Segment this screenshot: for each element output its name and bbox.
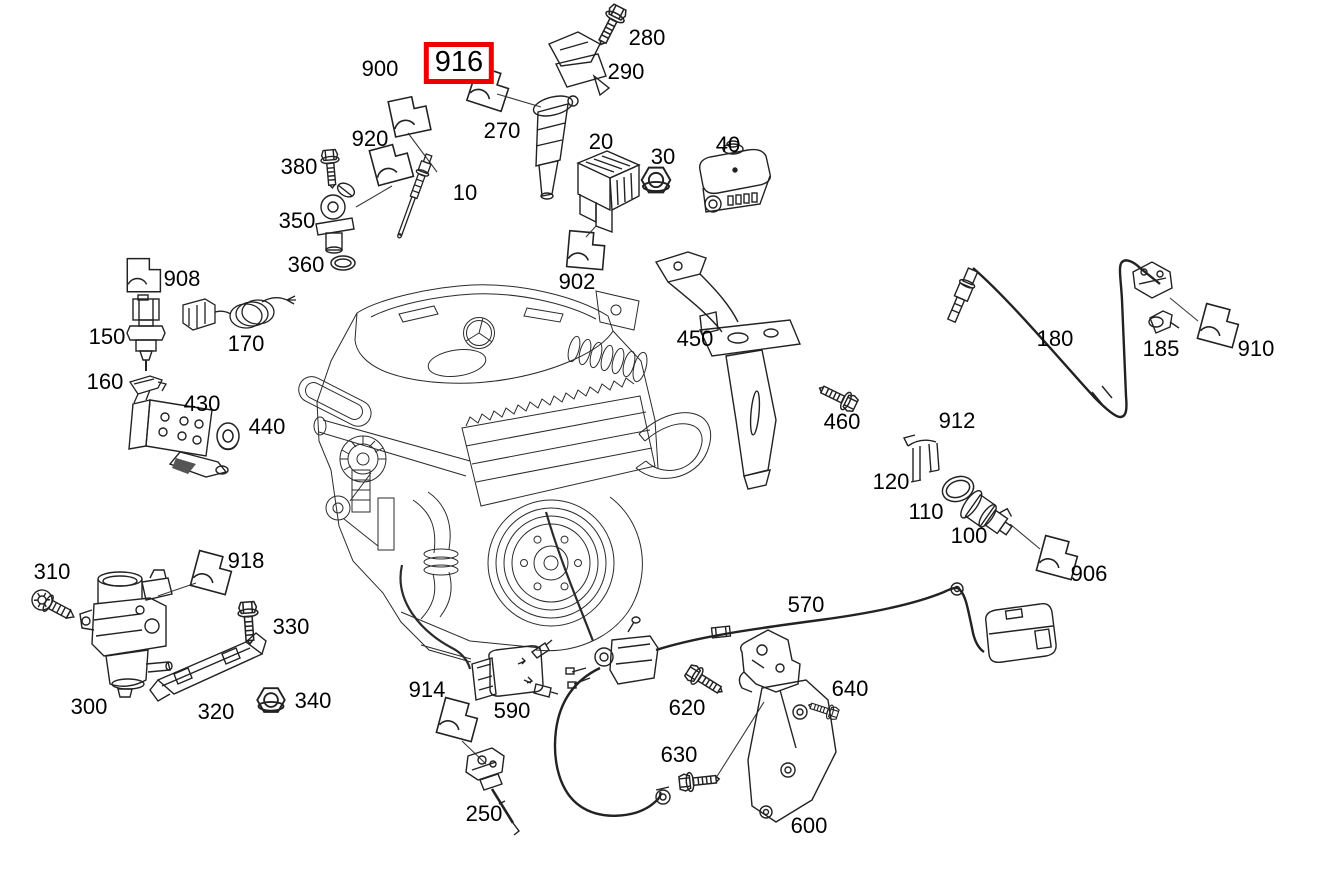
part-label-30[interactable]: 30 [650,144,676,169]
part-label-918[interactable]: 918 [227,548,265,573]
part-label-430[interactable]: 430 [183,391,221,416]
part-module-40[interactable] [699,140,771,213]
part-sensor-270[interactable] [531,92,579,200]
part-label-910[interactable]: 910 [1237,336,1275,361]
part-grommet-440[interactable] [216,422,240,451]
part-label-912[interactable]: 912 [938,408,976,433]
part-label-290[interactable]: 290 [607,59,645,84]
part-switch-150[interactable] [126,294,166,371]
part-sensor-180[interactable] [944,259,1173,419]
part-label-180[interactable]: 180 [1036,326,1074,351]
part-sensor-250[interactable] [465,747,520,836]
part-label-10[interactable]: 10 [452,180,478,205]
part-label-100[interactable]: 100 [950,523,988,548]
part-oring-360[interactable] [330,255,356,271]
part-label-280[interactable]: 280 [628,25,666,50]
part-clip-160[interactable] [128,375,167,404]
part-label-250[interactable]: 250 [465,801,503,826]
part-label-902[interactable]: 902 [558,269,596,294]
part-bracket-430[interactable] [128,399,229,478]
part-label-460[interactable]: 460 [823,409,861,434]
part-harness-570[interactable] [553,582,1057,817]
part-label-185[interactable]: 185 [1142,336,1180,361]
engine-assembly [298,284,712,670]
part-label-630[interactable]: 630 [660,742,698,767]
part-oring-110[interactable] [939,472,977,505]
part-label-360[interactable]: 360 [287,252,325,277]
part-label-590[interactable]: 590 [493,698,531,723]
part-label-640[interactable]: 640 [831,676,869,701]
part-label-340[interactable]: 340 [294,688,332,713]
part-label-350[interactable]: 350 [278,208,316,233]
part-bracket-600[interactable] [738,629,837,823]
part-label-916[interactable]: 916 [423,42,495,84]
part-clip-185[interactable] [1148,310,1180,334]
part-label-300[interactable]: 300 [70,694,108,719]
part-label-570[interactable]: 570 [787,592,825,617]
part-pump-300[interactable] [79,569,173,698]
part-clip-120[interactable] [902,434,940,483]
part-label-110[interactable]: 110 [908,499,944,524]
part-valve-590[interactable] [471,639,559,701]
part-label-450[interactable]: 450 [676,326,714,351]
part-module-20[interactable] [576,150,641,234]
part-label-20[interactable]: 20 [588,129,614,154]
part-label-120[interactable]: 120 [872,469,910,494]
part-label-270[interactable]: 270 [483,118,521,143]
part-label-310[interactable]: 310 [33,559,71,584]
part-label-170[interactable]: 170 [227,331,265,356]
part-screw-310[interactable] [28,586,78,625]
part-sensor-100[interactable] [957,487,1019,544]
part-label-906[interactable]: 906 [1070,561,1108,586]
part-label-150[interactable]: 150 [88,324,126,349]
part-label-440[interactable]: 440 [248,414,286,439]
part-bracket-450[interactable] [654,251,801,490]
part-label-908[interactable]: 908 [163,266,201,291]
mercedes-star-icon [463,317,495,349]
part-label-620[interactable]: 620 [668,695,706,720]
part-label-380[interactable]: 380 [280,154,318,179]
part-sensor-350[interactable] [315,180,357,254]
part-label-914[interactable]: 914 [408,677,446,702]
part-label-160[interactable]: 160 [86,369,124,394]
part-bracket-320[interactable] [149,632,267,702]
part-label-920[interactable]: 920 [351,126,389,151]
part-harness-170[interactable] [182,295,296,331]
part-label-320[interactable]: 320 [197,699,235,724]
part-bracket-290[interactable] [548,31,611,97]
part-label-600[interactable]: 600 [790,813,828,838]
part-label-40[interactable]: 40 [715,132,741,157]
part-label-900[interactable]: 900 [361,56,399,81]
part-label-330[interactable]: 330 [272,614,310,639]
part-glow-plug-10[interactable] [393,153,435,240]
